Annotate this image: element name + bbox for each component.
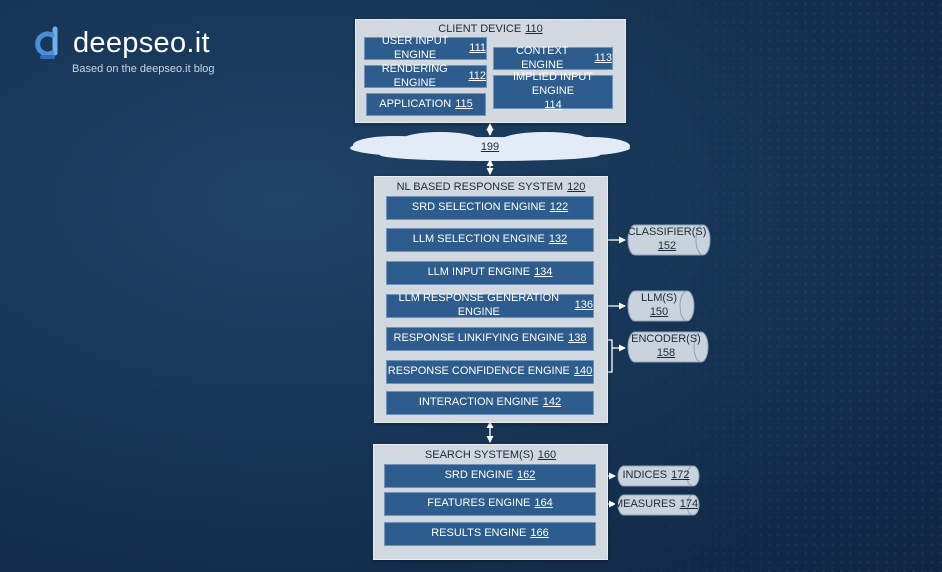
interaction-engine: INTERACTION ENGINE142 xyxy=(386,391,594,415)
llms-store: LLM(S) 150 xyxy=(627,290,697,322)
llm-input-engine: LLM INPUT ENGINE134 xyxy=(386,261,594,285)
user-input-engine: USER INPUT ENGINE111 xyxy=(364,37,487,60)
srd-engine: SRD ENGINE162 xyxy=(384,464,596,488)
context-engine: CONTEXT ENGINE113 xyxy=(493,47,613,70)
encoders-store: ENCODER(S) 158 xyxy=(627,331,711,363)
results-engine: RESULTS ENGINE166 xyxy=(384,522,596,546)
indices-store: INDICES 172 xyxy=(617,465,701,487)
network-label: 199 xyxy=(470,141,510,153)
measures-store: MEASURES 174 xyxy=(617,494,701,516)
nl-response-system-title: NL BASED RESPONSE SYSTEM120 xyxy=(375,181,607,193)
search-system-title: SEARCH SYSTEM(S)160 xyxy=(374,449,607,461)
implied-input-engine: IMPLIED INPUT ENGINE114 xyxy=(493,75,613,109)
features-engine: FEATURES ENGINE164 xyxy=(384,492,596,516)
rendering-engine: RENDERING ENGINE112 xyxy=(364,65,487,88)
srd-selection-engine: SRD SELECTION ENGINE122 xyxy=(386,196,594,220)
llm-selection-engine: LLM SELECTION ENGINE132 xyxy=(386,228,594,252)
response-linkifying-engine: RESPONSE LINKIFYING ENGINE138 xyxy=(386,327,594,351)
response-confidence-engine: RESPONSE CONFIDENCE ENGINE140 xyxy=(386,360,594,384)
llm-response-generation-engine: LLM RESPONSE GENERATION ENGINE136 xyxy=(386,294,594,318)
client-device-title: CLIENT DEVICE110 xyxy=(356,23,625,35)
application: APPLICATION115 xyxy=(366,93,486,116)
classifiers-store: CLASSIFIER(S) 152 xyxy=(627,224,713,256)
